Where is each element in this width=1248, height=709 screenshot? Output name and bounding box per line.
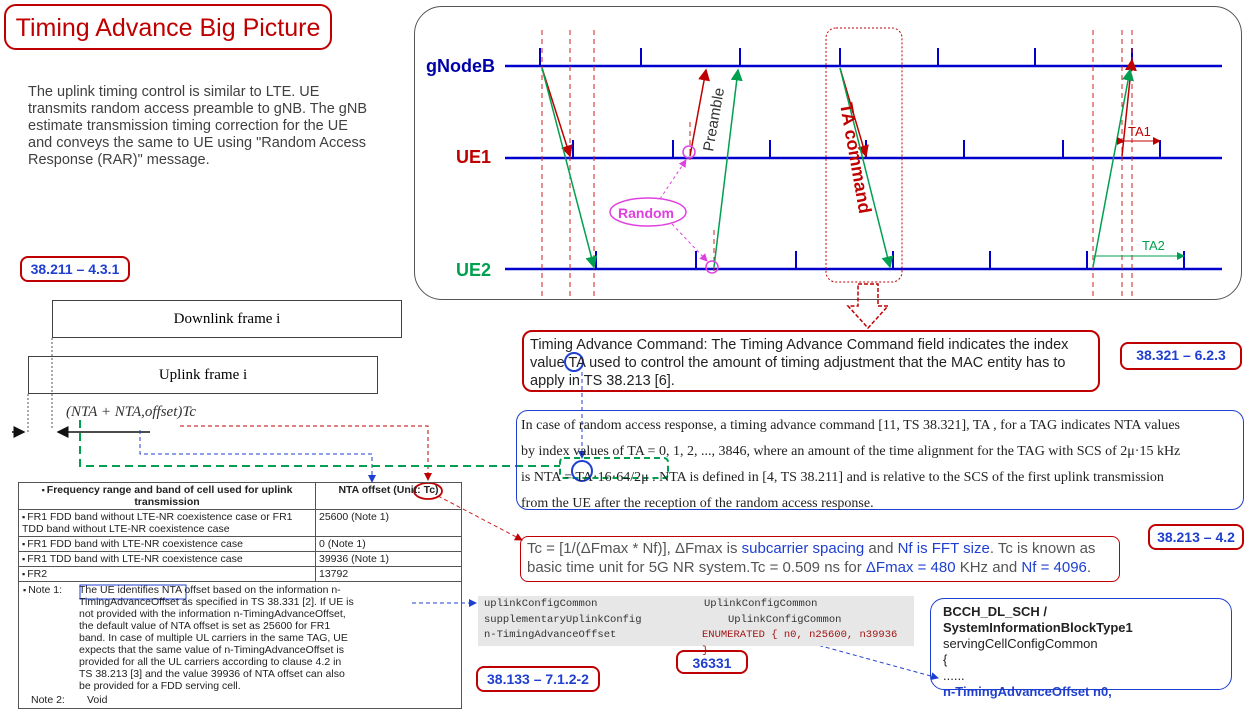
tc-part-a: Tc = [1/(ΔFmax * Nf)], ΔFmax is <box>527 540 742 557</box>
ref-38321: 38.321 – 6.2.3 <box>1120 342 1242 370</box>
ta2-label: TA2 <box>1142 238 1165 253</box>
table-cell-offset: 39936 (Note 1) <box>315 551 462 567</box>
table-row: FR1 TDD band with LTE-NR coexistence cas… <box>18 551 462 567</box>
timing-diagram-frame <box>414 6 1242 300</box>
sync-guide-lines <box>541 30 1133 300</box>
link-nta-to-rar <box>79 420 560 467</box>
code-row: supplementaryUplinkConfig UplinkConfigCom… <box>484 613 908 629</box>
table-cell-offset: 13792 <box>315 566 462 582</box>
tc-part-f: ΔFmax = 480 <box>865 559 956 576</box>
note-2-text: Void <box>87 694 108 706</box>
rar-ta-circle <box>571 460 593 482</box>
link-tc-to-table <box>180 425 432 481</box>
nta-offset-table: Frequency range and band of cell used fo… <box>18 482 462 709</box>
tc-part-d: Nf is FFT size <box>897 540 990 557</box>
rar-definition-box: In case of random access response, a tim… <box>516 410 1244 511</box>
tacmd-ta-circle <box>564 352 584 372</box>
page-title: Timing Advance Big Picture <box>4 4 332 50</box>
dl-to-ue1-arrow <box>541 67 573 158</box>
preamble-label: Preamble <box>700 87 728 153</box>
rar-line-1: In case of random access response, a tim… <box>521 418 1180 433</box>
ta-cmd-ue2-arrow <box>839 67 894 269</box>
down-arrow-to-tacmd <box>846 283 890 330</box>
table-cell-band: FR1 TDD band with LTE-NR coexistence cas… <box>18 551 316 567</box>
code-value: ENUMERATED { n0, n25600, n39936 } <box>701 629 898 657</box>
dl-to-ue2-arrow <box>541 67 598 269</box>
table-row: FR1 FDD band with LTE-NR coexistence cas… <box>18 536 462 552</box>
ue2-aligned-arrow <box>1092 68 1134 268</box>
note-2: Note 2: Void <box>23 694 457 706</box>
tc-part-i: . <box>1086 559 1092 576</box>
code-key: supplementaryUplinkConfig <box>484 613 642 626</box>
random-pointer-ue2 <box>671 223 708 262</box>
table-notes: Note 1: The UE identifies NTA offset bas… <box>18 581 462 709</box>
ue2-preamble-arrow <box>713 68 743 268</box>
rar-line-3: is NTA = TA·16·64/2μ . NTA is defined in… <box>521 470 1164 485</box>
code-key: uplinkConfigCommon <box>484 598 598 610</box>
sib1-title: BCCH_DL_SCH / SystemInformationBlockType… <box>943 604 1133 635</box>
ue1-preamble-arrow <box>689 68 710 157</box>
ue1-label: UE1 <box>456 147 491 167</box>
ref-38133: 38.133 – 7.1.2-2 <box>476 666 600 692</box>
sib1-line-4: n-TimingAdvanceOffset n0, <box>943 684 1112 699</box>
intro-text: The uplink timing control is similar to … <box>28 84 368 168</box>
table-header-row: Frequency range and band of cell used fo… <box>18 482 462 510</box>
code-value: UplinkConfigCommon <box>704 598 818 610</box>
rar-line-2: by index values of TA = 0, 1, 2, ..., 38… <box>521 444 1181 459</box>
sib1-line-2: { <box>943 652 948 667</box>
ta-command-highlight <box>825 27 903 283</box>
ta1-label: TA1 <box>1128 124 1151 139</box>
table-cell-band: FR1 FDD band without LTE-NR coexistence … <box>18 509 316 537</box>
tc-part-c: and <box>864 540 898 557</box>
downlink-frame: Downlink frame i <box>52 300 402 338</box>
ref-38211: 38.211 – 4.3.1 <box>20 256 130 282</box>
sib1-line-3: ...... <box>943 668 965 683</box>
ref-38213: 38.213 – 4.2 <box>1148 524 1244 550</box>
table-cell-offset: 0 (Note 1) <box>315 536 462 552</box>
table-row: FR1 FDD band without LTE-NR coexistence … <box>18 509 462 537</box>
table-header-offset: NTA offset (Unit: Tc) <box>315 482 462 510</box>
ue2-label: UE2 <box>456 260 491 280</box>
note-1: Note 1: The UE identifies NTA offset bas… <box>23 584 457 692</box>
table-note-row: Note 1: The UE identifies NTA offset bas… <box>18 581 462 709</box>
tc-part-h: Nf = 4096 <box>1021 559 1087 576</box>
table-cell-band: FR1 FDD band with LTE-NR coexistence cas… <box>18 536 316 552</box>
note-1-label: Note 1: <box>23 584 79 692</box>
gnb-label: gNodeB <box>426 56 495 76</box>
code-row: n-TimingAdvanceOffset ENUMERATED { n0, n2… <box>484 628 908 659</box>
random-pointer-ue1 <box>659 159 687 200</box>
table-cell-offset: 25600 (Note 1) <box>315 509 462 537</box>
ue2-random-marker <box>705 260 719 274</box>
note-1-text: The UE identifies NTA offset based on th… <box>79 584 354 692</box>
ref-36331: 36331 <box>676 650 748 674</box>
uplink-frame: Uplink frame i <box>28 356 378 394</box>
random-label: Random <box>618 205 674 221</box>
sib1-box: BCCH_DL_SCH / SystemInformationBlockType… <box>930 598 1232 699</box>
table-cell-band: FR2 <box>18 566 316 582</box>
table-header-band: Frequency range and band of cell used fo… <box>18 482 316 510</box>
rar-nta-highlight <box>559 457 669 479</box>
tc-part-b: subcarrier spacing <box>741 540 865 557</box>
tc-definition-box: Tc = [1/(ΔFmax * Nf)], ΔFmax is subcarri… <box>520 536 1120 582</box>
rar-line-4: from the UE after the reception of the r… <box>521 496 874 511</box>
ta-formula: (NTA + NTA,offset)Tc <box>66 404 197 420</box>
code-row: uplinkConfigCommon UplinkConfigCommon <box>484 597 908 613</box>
code-value: UplinkConfigCommon <box>728 613 842 626</box>
random-label-bubble <box>609 197 687 227</box>
ue1-random-marker <box>682 145 696 159</box>
note-2-label: Note 2: <box>31 694 65 706</box>
link-code-to-asn <box>791 637 939 681</box>
ta-command-box: Timing Advance Command: The Timing Advan… <box>522 330 1100 392</box>
code-key: n-TimingAdvanceOffset <box>484 629 617 641</box>
tc-part-e: . Tc is known as basic time unit for 5G … <box>527 540 1096 576</box>
link-formula-to-table <box>139 430 376 483</box>
gnb-ticks <box>539 48 1133 66</box>
tc-part-g: KHz and <box>955 559 1022 576</box>
sib1-line-1: servingCellConfigCommon <box>943 636 1098 651</box>
